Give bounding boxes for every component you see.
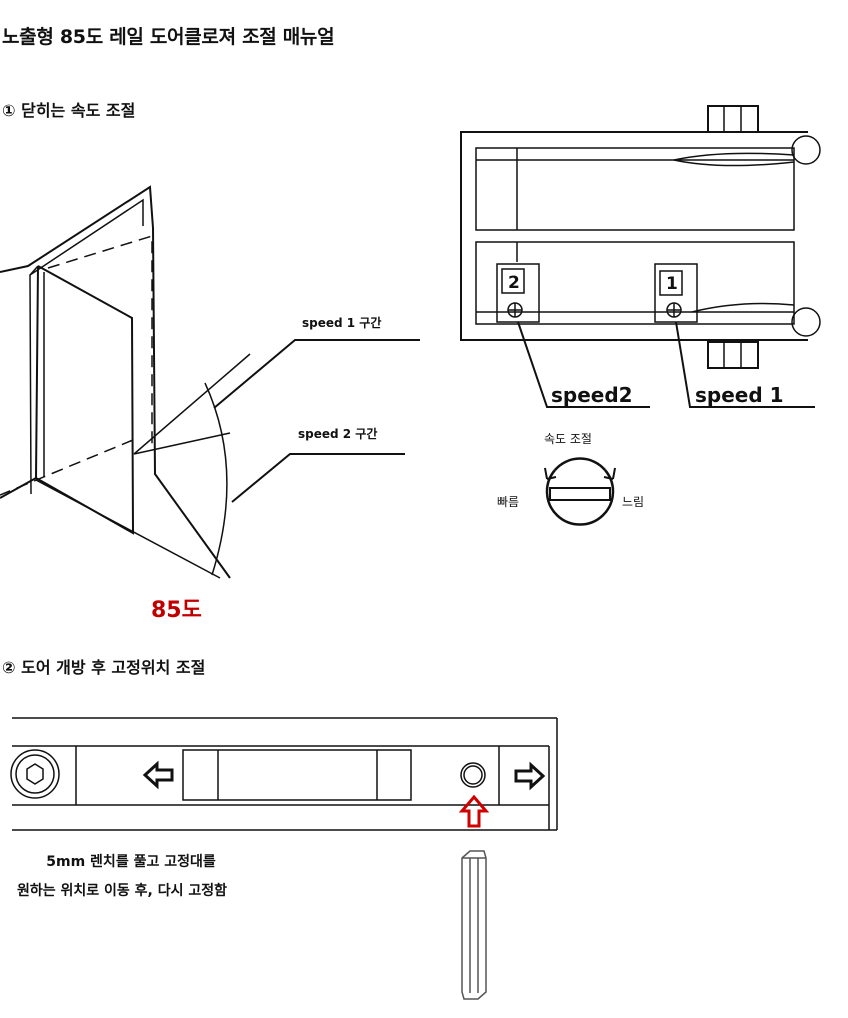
hex-wrench-icon: [461, 850, 487, 1000]
instruction-line-1: 5mm 렌치를 풀고 고정대를: [46, 854, 216, 870]
instruction-line-2: 원하는 위치로 이동 후, 다시 고정함: [16, 883, 227, 899]
door-diagram: [0, 185, 420, 579]
speed2-zone-label: speed 2 구간: [298, 427, 378, 441]
right-arrow-icon: [514, 761, 546, 791]
up-arrow-marker-icon: [458, 794, 490, 828]
speed-knob: [544, 457, 616, 526]
section2-heading: ② 도어 개방 후 고정위치 조절: [2, 658, 206, 677]
fast-label: 빠름: [497, 495, 520, 509]
slow-label: 느림: [622, 495, 645, 509]
speed1-tag: speed 1: [695, 383, 784, 407]
closer-body-diagram: [460, 105, 821, 408]
left-arrow-icon: [142, 760, 174, 790]
speed1-zone-label: speed 1 구간: [302, 316, 382, 330]
speed2-tag: speed2: [551, 383, 633, 407]
valve-number-2: 2: [508, 273, 520, 293]
section1-heading: ① 닫히는 속도 조절: [2, 101, 136, 120]
valve-number-1: 1: [666, 274, 678, 294]
rail-diagram: [10, 717, 558, 831]
angle-label: 85도: [151, 598, 202, 623]
knob-title: 속도 조절: [544, 432, 592, 446]
page-title: 노출형 85도 레일 도어클로져 조절 매뉴얼: [2, 26, 335, 48]
